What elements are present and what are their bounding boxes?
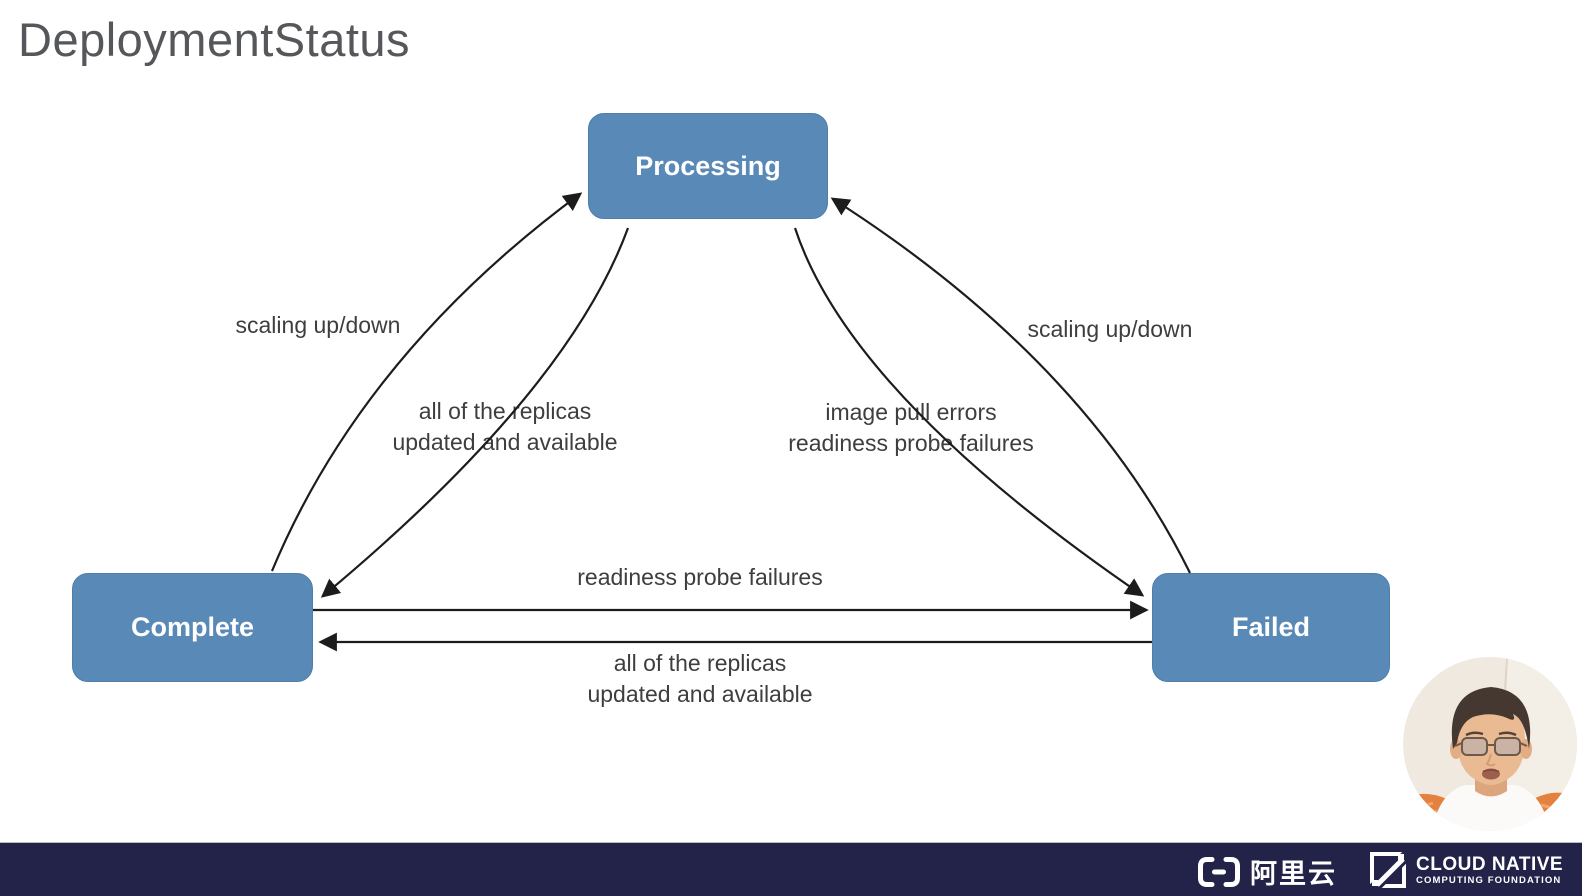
transition-label-failed-to-processing: scaling up/down (940, 314, 1280, 345)
transition-label-processing-to-complete: all of the replicas updated and availabl… (335, 396, 675, 458)
cncf-logo: CLOUD NATIVE COMPUTING FOUNDATION (1368, 850, 1563, 890)
presenter-webcam (1403, 657, 1577, 831)
transition-label-line: readiness probe failures (577, 564, 823, 590)
alibaba-cloud-logo: 阿里云 (1196, 852, 1337, 891)
transition-label-line: updated and available (392, 429, 618, 455)
transition-label-complete-to-processing: scaling up/down (148, 310, 488, 341)
alibaba-cloud-wordmark: 阿里云 (1250, 859, 1337, 889)
state-label: Processing (635, 150, 781, 181)
cncf-wordmark: CLOUD NATIVE COMPUTING FOUNDATION (1416, 854, 1563, 887)
state-box-processing: Processing (588, 113, 828, 219)
transition-label-line: image pull errors (825, 399, 997, 425)
transition-label-line: all of the replicas (418, 398, 592, 424)
arrow-failed-to-processing (830, 197, 1191, 574)
transition-label-failed-to-complete: all of the replicas updated and availabl… (530, 648, 870, 710)
state-label: Failed (1231, 612, 1311, 642)
footer-bar: 阿里云 CLOUD NATIVE COMPUTING FOUNDATION (0, 842, 1582, 896)
page-title: DeploymentStatus (18, 13, 411, 66)
cncf-icon (1368, 850, 1408, 890)
transition-label-line: updated and available (587, 681, 813, 707)
state-label: Complete (130, 612, 255, 642)
state-box-failed: Failed (1152, 573, 1390, 682)
state-box-complete: Complete (72, 573, 313, 682)
alibaba-cloud-icon (1198, 856, 1240, 887)
arrow-complete-to-processing (270, 192, 583, 572)
transition-label-line: scaling up/down (235, 312, 401, 338)
transition-label-complete-to-failed: readiness probe failures (530, 562, 870, 593)
transition-label-line: readiness probe failures (788, 430, 1034, 456)
cncf-name: CLOUD NATIVE (1416, 853, 1564, 875)
cncf-subtitle: COMPUTING FOUNDATION (1416, 874, 1562, 886)
transition-label-line: all of the replicas (613, 650, 787, 676)
transition-label-line: scaling up/down (1027, 316, 1193, 342)
transition-label-processing-to-failed: image pull errors readiness probe failur… (741, 397, 1081, 459)
presenter-avatar (1403, 657, 1577, 831)
